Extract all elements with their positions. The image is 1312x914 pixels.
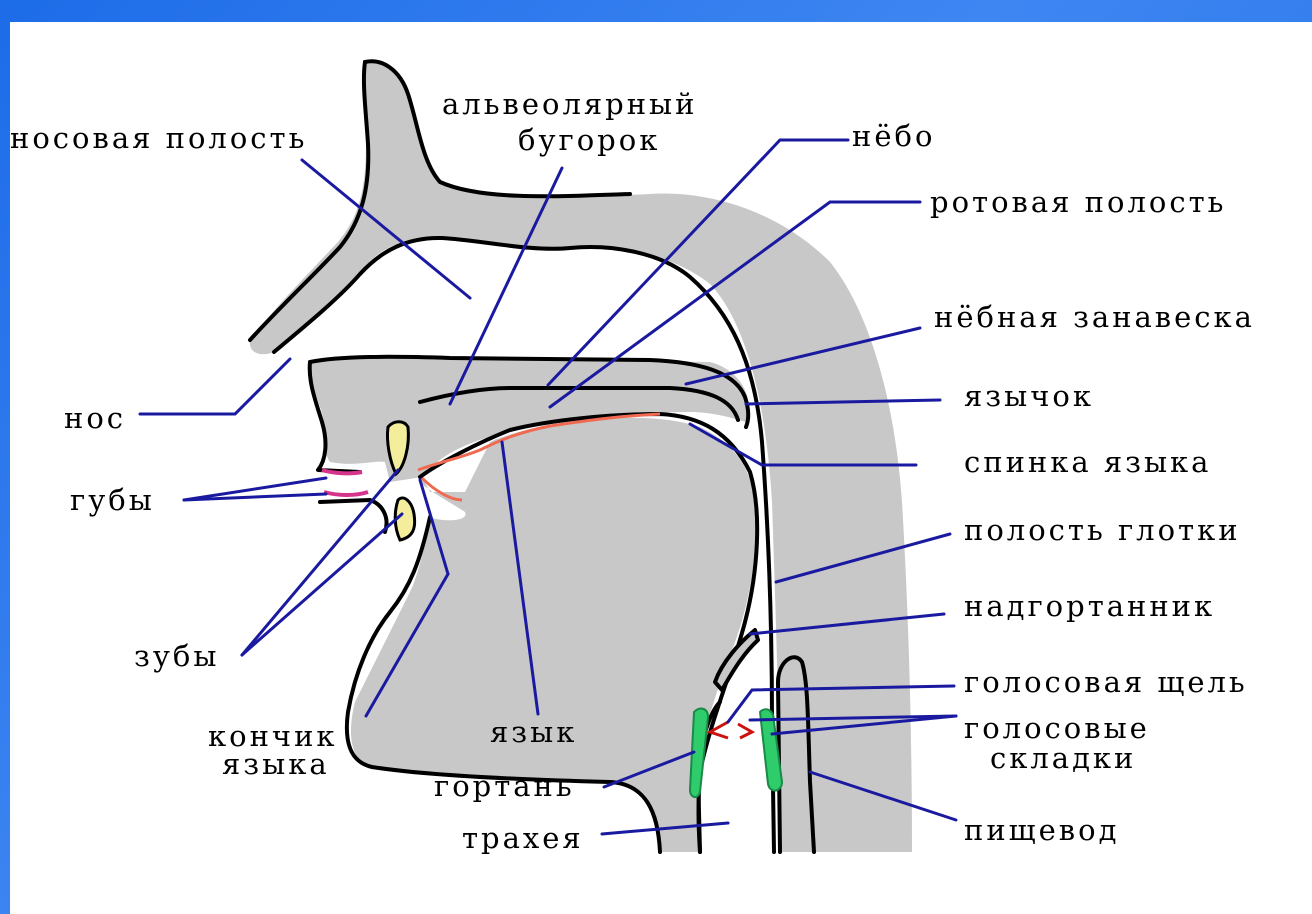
label-alveolar-ridge-2: бугорок (518, 123, 660, 157)
label-nose: нос (64, 401, 126, 435)
leader-teeth-b (242, 514, 402, 655)
label-glottis: голосовая щель (964, 665, 1248, 699)
lower-lip-outline (320, 500, 387, 532)
label-vocal-folds-2: складки (990, 741, 1136, 775)
glottis-mark (710, 722, 752, 738)
label-tongue-back: спинка языка (964, 445, 1211, 479)
label-tongue: язык (490, 715, 577, 749)
label-vocal-folds-1: голосовые (964, 711, 1150, 745)
label-lips: губы (70, 483, 155, 517)
label-oral-cavity: ротовая полость (930, 185, 1226, 219)
label-epiglottis: надгортанник (964, 589, 1215, 623)
label-nasal-cavity: носовая полость (10, 121, 307, 155)
label-uvula: язычок (964, 379, 1094, 413)
label-soft-palate: нёбная занавеска (934, 300, 1255, 334)
label-larynx: гортань (434, 769, 575, 803)
leader-nose (140, 359, 290, 414)
label-pharynx: полость глотки (964, 513, 1241, 547)
label-teeth: зубы (134, 639, 219, 673)
label-alveolar-ridge-1: альвеолярный (442, 87, 697, 121)
label-palate: нёбо (852, 119, 935, 153)
label-trachea: трахея (462, 821, 584, 855)
label-esophagus: пищевод (964, 813, 1119, 847)
lower-lip (324, 492, 368, 495)
diagram-canvas: носовая полость альвеолярный бугорок нёб… (10, 22, 1312, 914)
vocal-tract-diagram: носовая полость альвеолярный бугорок нёб… (10, 22, 1312, 914)
label-tongue-tip-2: языка (222, 747, 330, 781)
